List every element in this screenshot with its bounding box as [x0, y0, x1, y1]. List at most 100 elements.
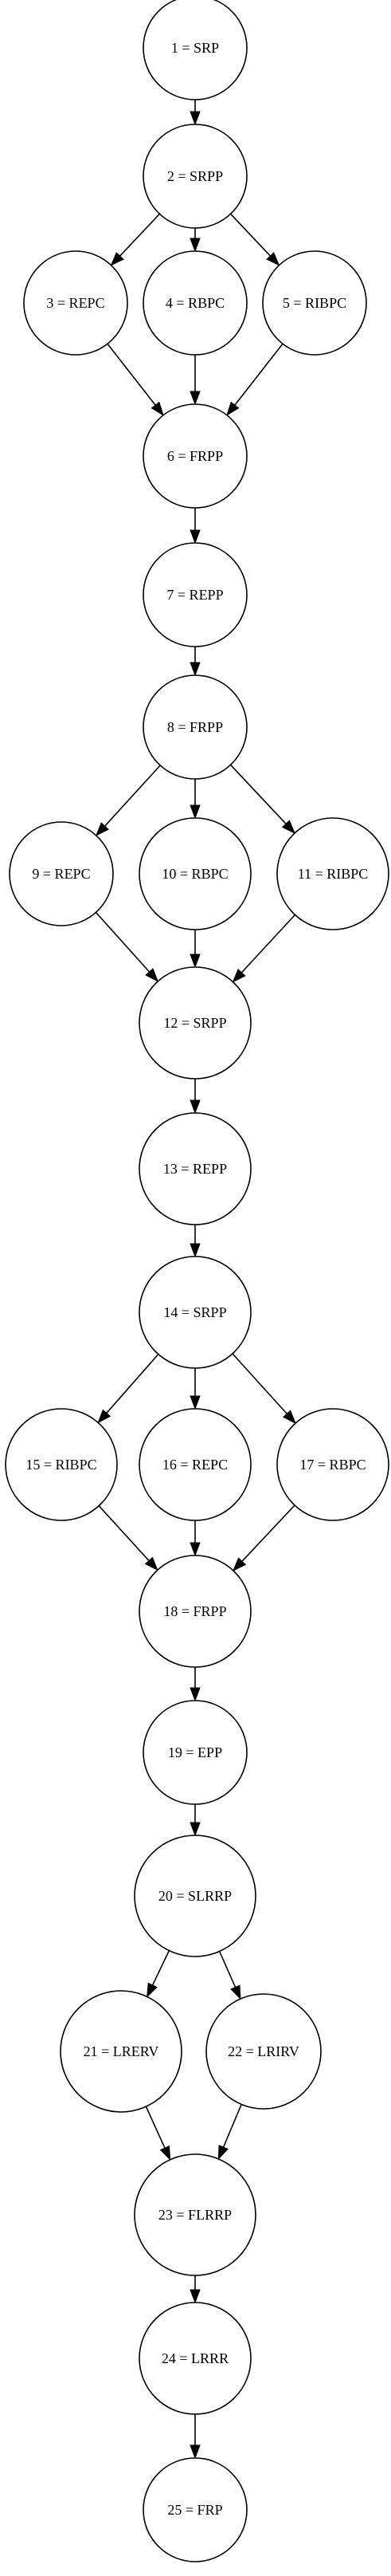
- node-label: 16 = REPC: [162, 1457, 228, 1473]
- node-22: 22 = LRIRV: [205, 1993, 322, 2110]
- node-10: 10 = RBPC: [139, 817, 252, 930]
- node-12: 12 = SRPP: [139, 966, 252, 1080]
- node-circle: [134, 2153, 256, 2276]
- node-label: 4 = RBPC: [166, 295, 225, 311]
- node-20: 20 = SLRRP: [134, 1835, 256, 1957]
- arrowhead: [147, 1982, 158, 1998]
- node-circle: [143, 674, 248, 780]
- node-circle: [143, 0, 248, 100]
- arrowhead: [190, 111, 201, 126]
- arrowhead: [226, 401, 240, 416]
- edge-line: [106, 1354, 159, 1414]
- node-label: 14 = SRPP: [163, 1304, 226, 1320]
- arrowhead: [97, 1409, 111, 1424]
- nodes-layer: 1 = SRP 2 = SRPP 3 = REPC 4 = RBPC 5 = RIBPC…: [5, 0, 389, 2562]
- node-label: 25 = FRP: [167, 2502, 222, 2518]
- node-label: 7 = REPP: [166, 587, 223, 603]
- node-label: 1 = SRP: [171, 40, 219, 56]
- edge-line: [104, 765, 161, 827]
- arrowhead: [281, 820, 296, 835]
- edge-2-3: [110, 213, 160, 266]
- node-label: 2 = SRPP: [167, 168, 223, 184]
- edge-line: [241, 1504, 295, 1562]
- edge-10-12: [190, 930, 201, 969]
- node-5: 5 = RIBPC: [262, 250, 367, 356]
- edge-5-6: [226, 343, 283, 416]
- arrowhead: [190, 1099, 201, 1115]
- arrowhead: [190, 1542, 201, 1557]
- node-label: 18 = FRPP: [163, 1603, 226, 1619]
- node-circle: [143, 403, 248, 509]
- edge-line: [98, 1505, 150, 1562]
- edge-line: [95, 911, 151, 973]
- edge-line: [145, 2106, 166, 2149]
- arrowhead: [190, 2444, 201, 2460]
- node-circle: [139, 817, 252, 930]
- node-17: 17 = RBPC: [276, 1408, 389, 1521]
- edge-8-11: [229, 764, 296, 835]
- node-label: 24 = LRRR: [162, 2350, 229, 2366]
- node-circle: [139, 1555, 252, 1668]
- edge-24-25: [190, 2414, 201, 2460]
- node-label: 10 = RBPC: [162, 866, 228, 882]
- arrowhead: [232, 968, 246, 983]
- node-label: 20 = SLRRP: [158, 1888, 232, 1904]
- node-circle: [9, 821, 114, 926]
- edge-3-6: [107, 343, 164, 416]
- edge-7-8: [190, 647, 201, 677]
- arrowhead: [110, 252, 124, 266]
- arrowhead: [190, 1395, 201, 1410]
- node-14: 14 = SRPP: [139, 1256, 252, 1369]
- edge-23-24: [190, 2275, 201, 2304]
- node-24: 24 = LRRR: [139, 2302, 252, 2415]
- node-label: 17 = RBPC: [299, 1457, 366, 1473]
- arrowhead: [190, 529, 201, 545]
- node-circle: [23, 250, 128, 356]
- node-circle: [143, 542, 248, 647]
- node-label: 9 = REPC: [32, 866, 90, 882]
- node-1: 1 = SRP: [143, 0, 248, 100]
- edge-line: [107, 343, 156, 406]
- edge-20-22: [218, 1951, 241, 2000]
- node-13: 13 = REPP: [139, 1112, 252, 1225]
- edge-line: [218, 1951, 237, 1988]
- arrowhead: [190, 662, 201, 677]
- arrowhead: [190, 804, 201, 820]
- node-circle: [205, 1993, 322, 2110]
- edge-12-13: [190, 1079, 201, 1115]
- edge-line: [240, 914, 296, 973]
- node-label: 15 = RIBPC: [25, 1457, 96, 1473]
- edge-2-5: [230, 213, 280, 266]
- node-18: 18 = FRPP: [139, 1555, 252, 1668]
- edge-20-21: [147, 1950, 170, 1998]
- edge-19-20: [190, 1804, 201, 1837]
- node-3: 3 = REPC: [23, 250, 128, 356]
- arrowhead: [190, 1243, 201, 1258]
- node-circle: [143, 124, 248, 229]
- node-circle: [134, 1835, 256, 1957]
- arrowhead: [151, 401, 164, 416]
- edge-line: [151, 1950, 170, 1986]
- edge-4-6: [190, 355, 201, 406]
- node-circle: [143, 250, 248, 356]
- edge-line: [230, 213, 271, 257]
- node-circle: [139, 966, 252, 1080]
- edge-line: [234, 343, 283, 406]
- edge-14-17: [232, 1353, 296, 1425]
- node-21: 21 = LRERV: [60, 1990, 182, 2113]
- node-label: 13 = REPP: [163, 1161, 227, 1177]
- node-label: 3 = REPC: [46, 295, 104, 311]
- edge-15-18: [98, 1505, 158, 1571]
- node-2: 2 = SRPP: [143, 124, 248, 229]
- node-7: 7 = REPP: [143, 542, 248, 647]
- node-15: 15 = RIBPC: [5, 1408, 118, 1521]
- edge-18-19: [190, 1667, 201, 1702]
- edge-1-2: [190, 100, 201, 126]
- arrowhead: [190, 954, 201, 969]
- edge-21-23: [145, 2106, 171, 2161]
- arrowhead: [266, 252, 280, 266]
- node-circle: [262, 250, 367, 356]
- arrowhead: [190, 1822, 201, 1837]
- edges-layer: [95, 100, 296, 2460]
